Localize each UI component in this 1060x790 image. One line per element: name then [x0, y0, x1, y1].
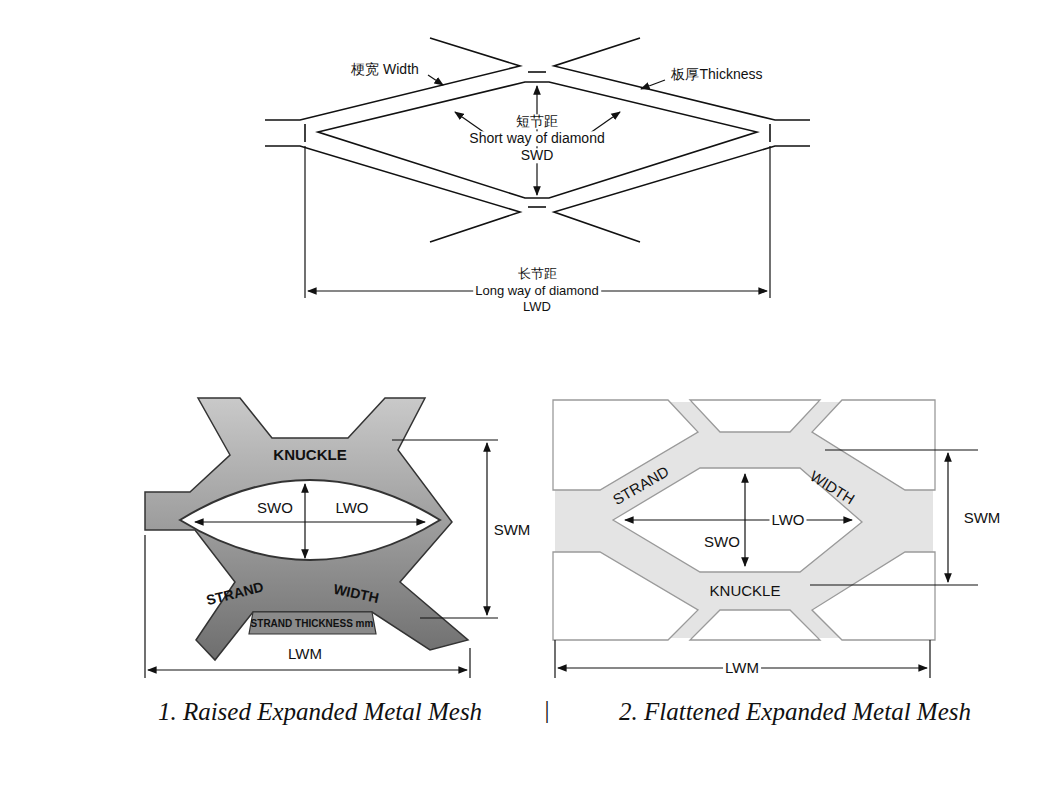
diagram-label: KNUCKLE	[271, 447, 348, 464]
diagram-label: |	[542, 696, 551, 724]
diagram-label: Long way of diamond	[473, 284, 601, 298]
diagram-label: 长节距	[516, 267, 559, 281]
diagram-label: KNUCKLE	[708, 583, 783, 600]
diagram-label: LWD	[521, 300, 553, 314]
diagram-label: Short way of diamond	[467, 131, 606, 146]
diagram-label: SWD	[519, 148, 556, 163]
diagram-label: LWM	[723, 660, 761, 677]
diagram-label: LWM	[286, 646, 324, 663]
dimension-lines	[555, 450, 978, 678]
diagram-label: LWO	[333, 500, 370, 517]
diagram-label: SWO	[702, 534, 742, 551]
diagram-label: SWM	[492, 522, 533, 539]
raised-mesh	[145, 398, 468, 660]
diagram-label: 短节距	[514, 114, 560, 129]
figure-caption: 1. Raised Expanded Metal Mesh	[156, 698, 484, 726]
diagram-label: SWM	[962, 510, 1003, 527]
diagram-label: STRAND THICKNESS mm	[249, 618, 376, 629]
diagram-label: SWO	[255, 500, 295, 517]
diagram-label: 板厚Thickness	[669, 67, 764, 82]
diagram-label: 梗宽 Width	[349, 62, 421, 77]
flattened-mesh	[553, 400, 935, 640]
diagram-label: LWO	[769, 512, 806, 529]
figure-caption: 2. Flattened Expanded Metal Mesh	[617, 698, 973, 726]
diamond-wireframe	[265, 38, 810, 242]
dimension-lines	[305, 75, 770, 298]
dimension-lines	[145, 440, 498, 678]
